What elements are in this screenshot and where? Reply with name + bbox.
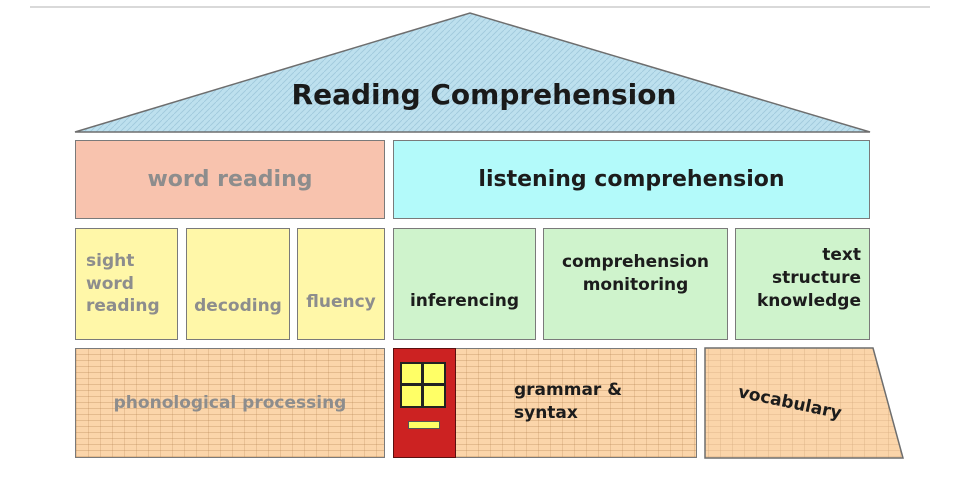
decoding-label: decoding: [194, 295, 282, 316]
phonological-processing-label: phonological processing: [113, 392, 347, 413]
door: [393, 348, 456, 458]
comprehension-monitoring-box: comprehension monitoring: [543, 228, 728, 340]
top-divider-line: [30, 6, 930, 8]
vocabulary-box: [704, 347, 904, 459]
door-mail-slot: [408, 421, 440, 429]
text-structure-knowledge-label: text structure knowledge: [756, 245, 861, 311]
door-window: [400, 362, 446, 408]
word-reading-label: word reading: [147, 166, 313, 192]
roof-title: Reading Comprehension: [292, 78, 677, 111]
grammar-syntax-box: grammar & syntax: [393, 348, 697, 458]
decoding-box: decoding: [186, 228, 290, 340]
vocabulary-label: vocabulary: [736, 382, 843, 423]
inferencing-label: inferencing: [409, 290, 520, 311]
grammar-syntax-label: grammar & syntax: [514, 380, 623, 423]
roof: [74, 12, 871, 133]
inferencing-box: inferencing: [393, 228, 536, 340]
comprehension-monitoring-label: comprehension monitoring: [561, 252, 709, 295]
door-window-transom: [402, 383, 444, 386]
sight-word-reading-label: sight word reading: [86, 250, 160, 317]
listening-comprehension-box: listening comprehension: [393, 140, 870, 219]
text-structure-knowledge-box: text structure knowledge: [735, 228, 870, 340]
word-reading-box: word reading: [75, 140, 385, 219]
phonological-processing-box: phonological processing: [75, 348, 385, 458]
listening-comprehension-label: listening comprehension: [478, 166, 785, 192]
fluency-box: fluency: [297, 228, 385, 340]
fluency-label: fluency: [306, 291, 376, 312]
sight-word-reading-box: sight word reading: [75, 228, 178, 340]
